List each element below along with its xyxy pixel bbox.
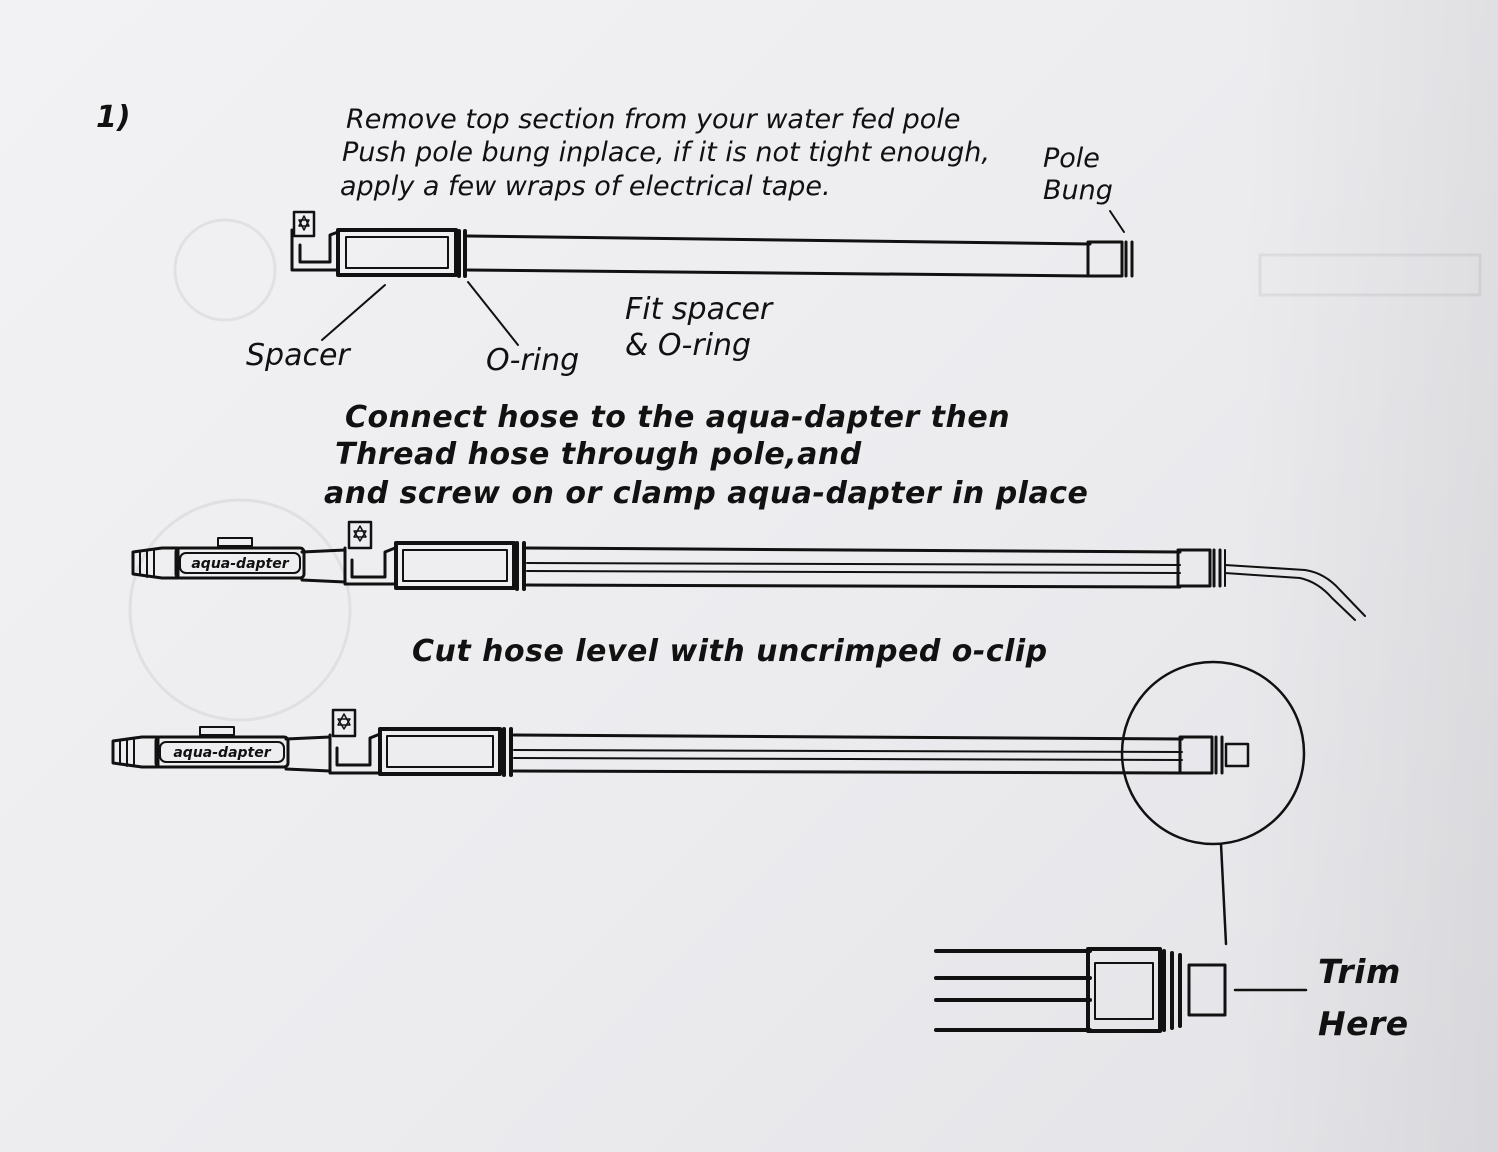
bung-label: Bung bbox=[1043, 175, 1113, 206]
instruction-line-3: apply a few wraps of electrical tape. bbox=[340, 171, 831, 202]
step-number: 1) bbox=[96, 100, 131, 135]
instruction-line-2: Push pole bung inplace, if it is not tig… bbox=[342, 137, 990, 168]
fit-spacer-label-1: Fit spacer bbox=[625, 292, 773, 327]
spacer-label: Spacer bbox=[246, 338, 350, 373]
connect-heading-1: Connect hose to the aqua-dapter then bbox=[345, 400, 1011, 435]
connect-heading-2: Thread hose through pole,and bbox=[335, 437, 862, 472]
diagram-hose-threaded bbox=[131, 520, 1366, 621]
trim-label: Trim bbox=[1318, 952, 1401, 991]
oring-label: O-ring bbox=[486, 343, 580, 378]
pole-label: Pole bbox=[1043, 143, 1100, 174]
connect-heading-3: and screw on or clamp aqua-dapter in pla… bbox=[324, 476, 1089, 511]
here-label: Here bbox=[1318, 1004, 1409, 1043]
fit-spacer-label-2: & O-ring bbox=[625, 328, 752, 363]
cut-heading: Cut hose level with uncrimped o-clip bbox=[412, 634, 1048, 669]
instruction-line-1: Remove top section from your water fed p… bbox=[346, 104, 961, 135]
diagram-hose-cut bbox=[111, 660, 1306, 946]
adapter-brand-text-2: aqua-dapter bbox=[173, 745, 271, 761]
adapter-brand-text-1: aqua-dapter bbox=[191, 556, 289, 572]
